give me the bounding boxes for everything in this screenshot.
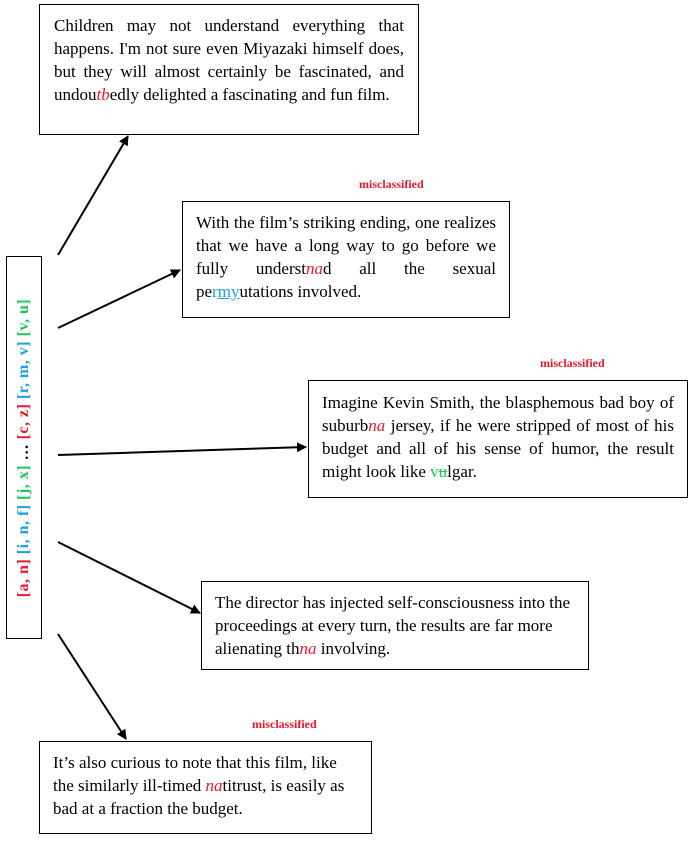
pair-group-2: [i, n, f] [15, 503, 32, 554]
perturbation-v: v [430, 462, 439, 481]
review-box-1: Children may not understand everything t… [39, 4, 419, 135]
misclassified-tag-2: misclassified [540, 356, 605, 370]
review-text-1: Children may not understand everything t… [54, 16, 404, 104]
perturbation-tb: tb [96, 85, 110, 104]
character-pair-list: [a, n] [i, n, f] [j, x] … [c, z] [r, m, … [6, 256, 42, 639]
perturbation-na-3: na [299, 639, 317, 658]
pair-group-1 [15, 554, 32, 559]
pair-group-10: [v, u] [15, 298, 32, 336]
pair-group-0: [a, n] [15, 558, 32, 597]
pair-group-5: … [15, 438, 32, 465]
pair-group-4: [j, x] [15, 464, 32, 500]
pair-group-9 [15, 336, 32, 341]
perturbation-na-2: na [368, 416, 386, 435]
pair-group-6: [c, z] [15, 403, 32, 439]
review-text-2: With the film’s striking ending, one rea… [196, 213, 496, 301]
arrow-to-box4 [57, 541, 201, 614]
perturbation-na-4: na [205, 776, 223, 795]
arrow-to-box2 [57, 269, 181, 329]
pair-group-8: [r, m, v] [15, 340, 32, 399]
review-text-3: Imagine Kevin Smith, the blasphemous bad… [322, 393, 674, 481]
character-pair-label: [a, n] [i, n, f] [j, x] … [c, z] [r, m, … [15, 298, 33, 597]
arrow-to-box3 [57, 442, 307, 456]
review-box-4: The director has injected self-conscious… [201, 581, 589, 670]
review-text-4: The director has injected self-conscious… [215, 593, 570, 658]
perturbation-u: u [438, 462, 448, 481]
arrow-to-box5 [57, 633, 127, 740]
review-box-3: Imagine Kevin Smith, the blasphemous bad… [308, 380, 688, 498]
review-box-2: With the film’s striking ending, one rea… [182, 201, 510, 318]
arrow-to-box1 [57, 135, 129, 256]
misclassified-tag-3: misclassified [252, 717, 317, 731]
perturbation-r: r [212, 282, 218, 301]
review-text-5: It’s also curious to note that this film… [53, 753, 345, 818]
perturbation-na: na [305, 259, 323, 278]
misclassified-tag-1: misclassified [359, 177, 424, 191]
perturbation-my: my [217, 282, 240, 301]
review-box-5: It’s also curious to note that this film… [39, 741, 372, 834]
